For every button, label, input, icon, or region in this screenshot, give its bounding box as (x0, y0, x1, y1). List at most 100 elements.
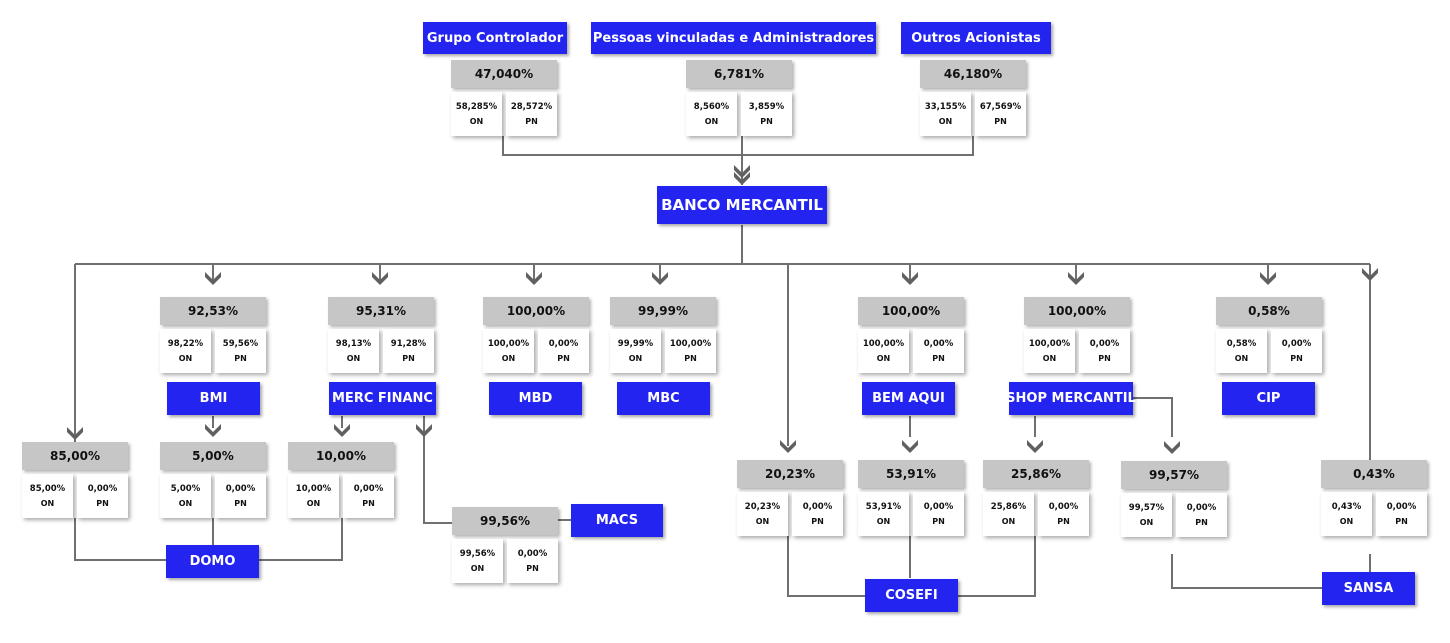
stake-pn: 0,00%PN (343, 474, 394, 518)
stake-pn-label: PN (526, 564, 539, 573)
stake-pn: 0,00%PN (507, 539, 558, 583)
stake-on-label: ON (470, 564, 485, 573)
stake-card-merc-financ: 95,31% 98,13%ON 91,28%PN (328, 297, 434, 373)
stake-pn-label: PN (932, 517, 945, 526)
stake-on-label: ON (876, 354, 891, 363)
stake-pn-label: PN (811, 517, 824, 526)
stake-pn-value: 0,00% (923, 339, 954, 349)
entity-sansa: SANSA (1322, 572, 1415, 605)
stake-on: 0,43%ON (1321, 492, 1372, 536)
entity-mbd: MBD (489, 382, 582, 415)
stake-total: 100,00% (483, 297, 589, 325)
stake-pn-value: 59,56% (222, 339, 259, 349)
stake-pn-value: 0,00% (225, 484, 256, 494)
stake-on-label: ON (178, 354, 193, 363)
stake-on: 33,155%ON (920, 92, 971, 136)
stake-total: 92,53% (160, 297, 266, 325)
stake-card-domo-merc: 10,00% 10,00%ON 0,00%PN (288, 442, 394, 518)
stake-on-label: ON (501, 354, 516, 363)
stake-pn-label: PN (525, 117, 538, 126)
stake-card-cosefi-bemaqui: 53,91% 53,91% ON 0,00% PN (858, 460, 964, 536)
stake-pn-value: 0,00% (353, 484, 384, 494)
stake-pn-value: 0,00% (1281, 339, 1312, 349)
stake-on-value: 0,43% (1331, 502, 1362, 512)
stake-on-label: ON (1234, 354, 1249, 363)
stake-pn-value: 3,859% (748, 102, 785, 112)
stake-on-label: ON (755, 517, 770, 526)
stake-total: 85,00% (22, 442, 128, 470)
stake-on: 100,00%ON (483, 329, 534, 373)
stake-on-value: 25,86% (990, 502, 1027, 512)
stake-pn-label: PN (1057, 517, 1070, 526)
shareholder-grupo-controlador: Grupo Controlador (423, 22, 567, 54)
stake-total: 53,91% (858, 460, 964, 488)
entity-macs: MACS (571, 504, 663, 537)
stake-pn: 28,572% PN (506, 92, 557, 136)
stake-total: 46,180% (920, 60, 1026, 88)
stake-pn-value: 0,00% (1386, 502, 1417, 512)
stake-pn: 0,00%PN (792, 492, 843, 536)
stake-pn: 0,00% PN (913, 329, 964, 373)
stake-pn: 3,859%PN (741, 92, 792, 136)
stake-pn: 59,56%PN (215, 329, 266, 373)
entity-cip: CIP (1222, 382, 1315, 415)
stake-pn: 0,00%PN (77, 474, 128, 518)
stake-pn: 0,00%PN (538, 329, 589, 373)
stake-pn-value: 91,28% (390, 339, 427, 349)
stake-on-value: 20,23% (744, 502, 781, 512)
stake-on: 25,86%ON (983, 492, 1034, 536)
entity-domo: DOMO (166, 545, 259, 578)
stake-total: 6,781% (686, 60, 792, 88)
stake-on-label: ON (628, 354, 643, 363)
stake-card-grupo-controlador: 47,040% 58,285%ON 28,572%PN (451, 60, 557, 136)
stake-pn-label: PN (1290, 354, 1303, 363)
stake-on-label: ON (876, 517, 891, 526)
stake-pn: 0,00%PN (1176, 493, 1227, 537)
stake-pn-value: 0,00% (1089, 339, 1120, 349)
stake-total: 100,00% (858, 297, 964, 325)
stake-pn: 0,00%PN (1376, 492, 1427, 536)
stake-card-sansa-banco: 0,43% 0,43%ON 0,00%PN (1321, 460, 1427, 536)
stake-on: 100,00%ON (1024, 329, 1075, 373)
stake-on-value: 5,00% (170, 484, 201, 494)
stake-pn-value: 0,00% (1186, 503, 1217, 513)
stake-on-value: 10,00% (295, 484, 332, 494)
stake-pn-value: 67,569% (979, 102, 1022, 112)
stake-card-mbd: 100,00% 100,00%ON 0,00%PN (483, 297, 589, 373)
stake-card-domo-banco: 85,00% 85,00%ON 0,00%PN (22, 442, 128, 518)
stake-total: 99,56% (452, 507, 558, 535)
stake-pn-value: 100,00% (669, 339, 712, 349)
stake-pn-label: PN (1098, 354, 1111, 363)
stake-card-mbc: 99,99% 99,99%ON 100,00%PN (610, 297, 716, 373)
stake-total: 95,31% (328, 297, 434, 325)
stake-on-value: 53,91% (865, 502, 902, 512)
stake-card-domo-bmi: 5,00% 5,00%ON 0,00%PN (160, 442, 266, 518)
stake-pn-value: 0,00% (923, 502, 954, 512)
stake-on: 100,00%ON (858, 329, 909, 373)
stake-total: 99,57% (1121, 461, 1227, 489)
stake-pn-label: PN (932, 354, 945, 363)
stake-pn-value: 28,572% (510, 102, 553, 112)
stake-on: 20,23% ON (737, 492, 788, 536)
stake-card-pessoas-vinculadas: 6,781% 8,560%ON 3,859%PN (686, 60, 792, 136)
stake-on-value: 99,99% (617, 339, 654, 349)
stake-on: 98,22% ON (160, 329, 211, 373)
stake-on: 99,99% ON (610, 329, 661, 373)
stake-on: 99,56%ON (452, 539, 503, 583)
stake-card-shop-mercantil: 100,00% 100,00%ON 0,00% PN (1024, 297, 1130, 373)
stake-on-value: 98,22% (167, 339, 204, 349)
stake-pn-value: 0,00% (87, 484, 118, 494)
stake-pn: 0,00% PN (913, 492, 964, 536)
stake-total: 100,00% (1024, 297, 1130, 325)
stake-on-label: ON (306, 499, 321, 508)
stake-pn-label: PN (234, 499, 247, 508)
stake-on-value: 58,285% (455, 102, 498, 112)
stake-on: 85,00%ON (22, 474, 73, 518)
stake-card-cosefi-shop: 25,86% 25,86%ON 0,00% PN (983, 460, 1089, 536)
entity-shop-mercantil: SHOP MERCANTIL (1006, 382, 1136, 415)
stake-pn: 0,00% PN (1079, 329, 1130, 373)
stake-total: 0,58% (1216, 297, 1322, 325)
stake-on-value: 33,155% (924, 102, 967, 112)
stake-pn-value: 0,00% (1048, 502, 1079, 512)
